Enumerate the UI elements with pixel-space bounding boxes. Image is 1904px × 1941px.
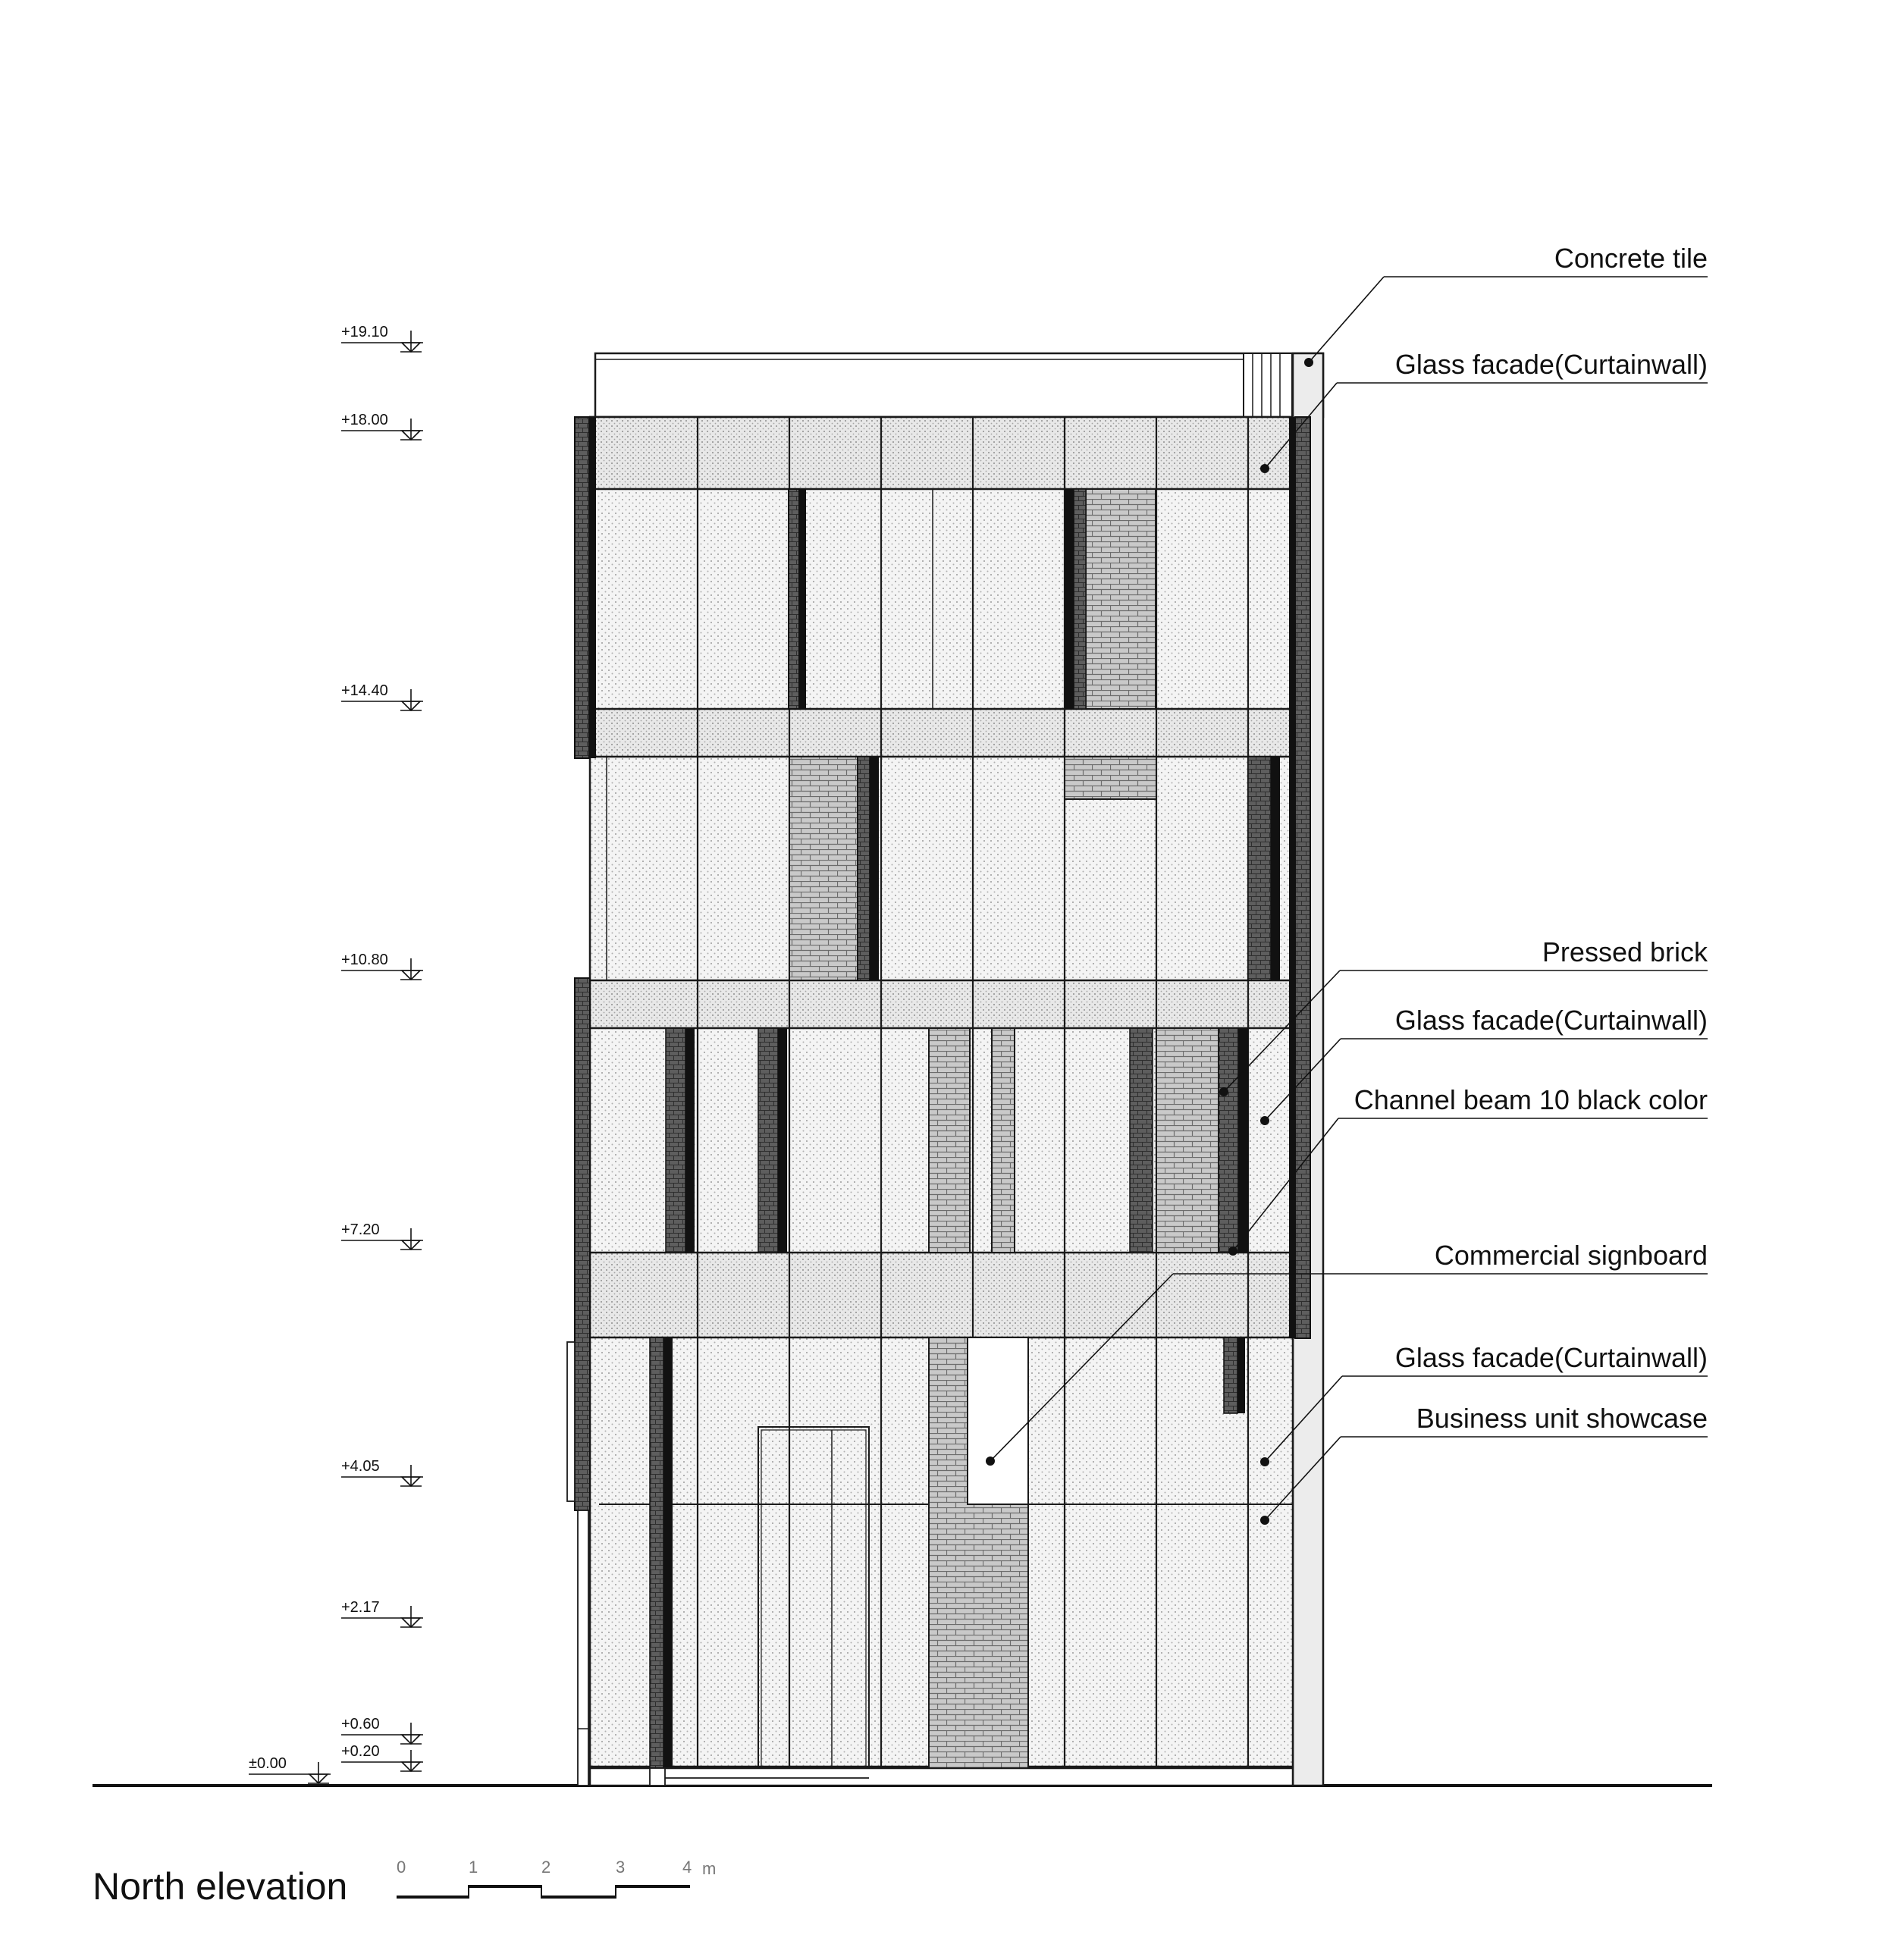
annotation-label: Channel beam 10 black color bbox=[1354, 1084, 1708, 1115]
title-block: North elevation bbox=[93, 1865, 347, 1908]
level-label: +18.00 bbox=[341, 412, 388, 428]
channel-beam bbox=[1238, 1028, 1248, 1253]
level-marker: +7.20 bbox=[341, 1221, 423, 1251]
floor-band-7 bbox=[588, 1251, 1294, 1339]
level-marker: +14.40 bbox=[341, 682, 423, 712]
level-marker: +0.60 bbox=[341, 1716, 423, 1745]
commercial-signboard bbox=[967, 1337, 1029, 1505]
level-label: +0.20 bbox=[341, 1743, 380, 1760]
drawing-title: North elevation bbox=[93, 1865, 347, 1908]
brick-panel-3f bbox=[789, 756, 858, 981]
scale-tick-label: 1 bbox=[469, 1858, 478, 1877]
annotation: Glass facade(Curtainwall) bbox=[1260, 1005, 1708, 1125]
annotation-label: Glass facade(Curtainwall) bbox=[1395, 1005, 1708, 1036]
brick-pier-4f-a bbox=[788, 488, 800, 710]
annotation: Pressed brick bbox=[1219, 936, 1708, 1096]
scale-tick-label: 2 bbox=[541, 1858, 550, 1877]
level-label: +7.20 bbox=[341, 1221, 380, 1238]
level-label: +4.05 bbox=[341, 1458, 380, 1475]
level-label: +19.10 bbox=[341, 324, 388, 340]
right-brick-strip bbox=[1294, 416, 1311, 1339]
brick-panel-3f-small bbox=[1064, 756, 1157, 800]
annotation-label: Glass facade(Curtainwall) bbox=[1395, 1342, 1708, 1373]
brick-panel-2f-a bbox=[928, 1027, 971, 1253]
annotation: Channel beam 10 black color bbox=[1228, 1084, 1708, 1256]
brick-panel-2f-c bbox=[1156, 1027, 1219, 1253]
scale-tick-label: 0 bbox=[397, 1858, 406, 1877]
level-label: +10.80 bbox=[341, 952, 388, 968]
plinth bbox=[588, 1767, 1294, 1787]
floor-band-top bbox=[588, 415, 1294, 491]
floor-band-14 bbox=[588, 707, 1294, 758]
level-marker: +18.00 bbox=[341, 412, 423, 441]
level-marker: +19.10 bbox=[341, 324, 423, 353]
level-marker: +4.05 bbox=[341, 1458, 423, 1488]
brick-panel-2f-b bbox=[991, 1027, 1015, 1253]
level-label: +14.40 bbox=[341, 682, 388, 699]
annotation-label: Pressed brick bbox=[1542, 936, 1708, 967]
brick-panel-4f bbox=[1085, 488, 1156, 710]
annotation-label: Business unit showcase bbox=[1416, 1403, 1708, 1434]
annotation: Commercial signboard bbox=[986, 1240, 1708, 1466]
scale-tick-label: 3 bbox=[616, 1858, 625, 1877]
concrete-tile bbox=[1243, 353, 1293, 418]
annotation: Business unit showcase bbox=[1260, 1403, 1708, 1525]
level-markers: +19.10 +18.00 +14.40 +10.80 +7.20 +4.05 +2.17 +… bbox=[249, 324, 423, 1785]
level-label: +2.17 bbox=[341, 1599, 380, 1616]
left-brick-strip-lower bbox=[574, 977, 591, 1511]
annotation: Concrete tile bbox=[1304, 243, 1708, 367]
level-label: ±0.00 bbox=[249, 1755, 287, 1772]
scale-tick-label: 4 bbox=[682, 1858, 692, 1877]
scale-unit: m bbox=[702, 1859, 716, 1878]
level-marker: +10.80 bbox=[341, 952, 423, 981]
building bbox=[566, 352, 1325, 1787]
annotation-label: Commercial signboard bbox=[1435, 1240, 1708, 1271]
annotation: Glass facade(Curtainwall) bbox=[1260, 1342, 1708, 1466]
level-marker: ±0.00 bbox=[249, 1755, 331, 1785]
left-brick-strip-upper bbox=[574, 416, 591, 759]
annotation: Glass facade(Curtainwall) bbox=[1260, 349, 1708, 473]
annotation-label: Concrete tile bbox=[1554, 243, 1708, 274]
parapet bbox=[594, 352, 1325, 419]
level-label: +0.60 bbox=[341, 1716, 380, 1732]
annotation-label: Glass facade(Curtainwall) bbox=[1395, 349, 1708, 380]
level-marker: +2.17 bbox=[341, 1599, 423, 1629]
floor-band-10 bbox=[588, 979, 1294, 1030]
level-marker: +0.20 bbox=[341, 1743, 423, 1773]
